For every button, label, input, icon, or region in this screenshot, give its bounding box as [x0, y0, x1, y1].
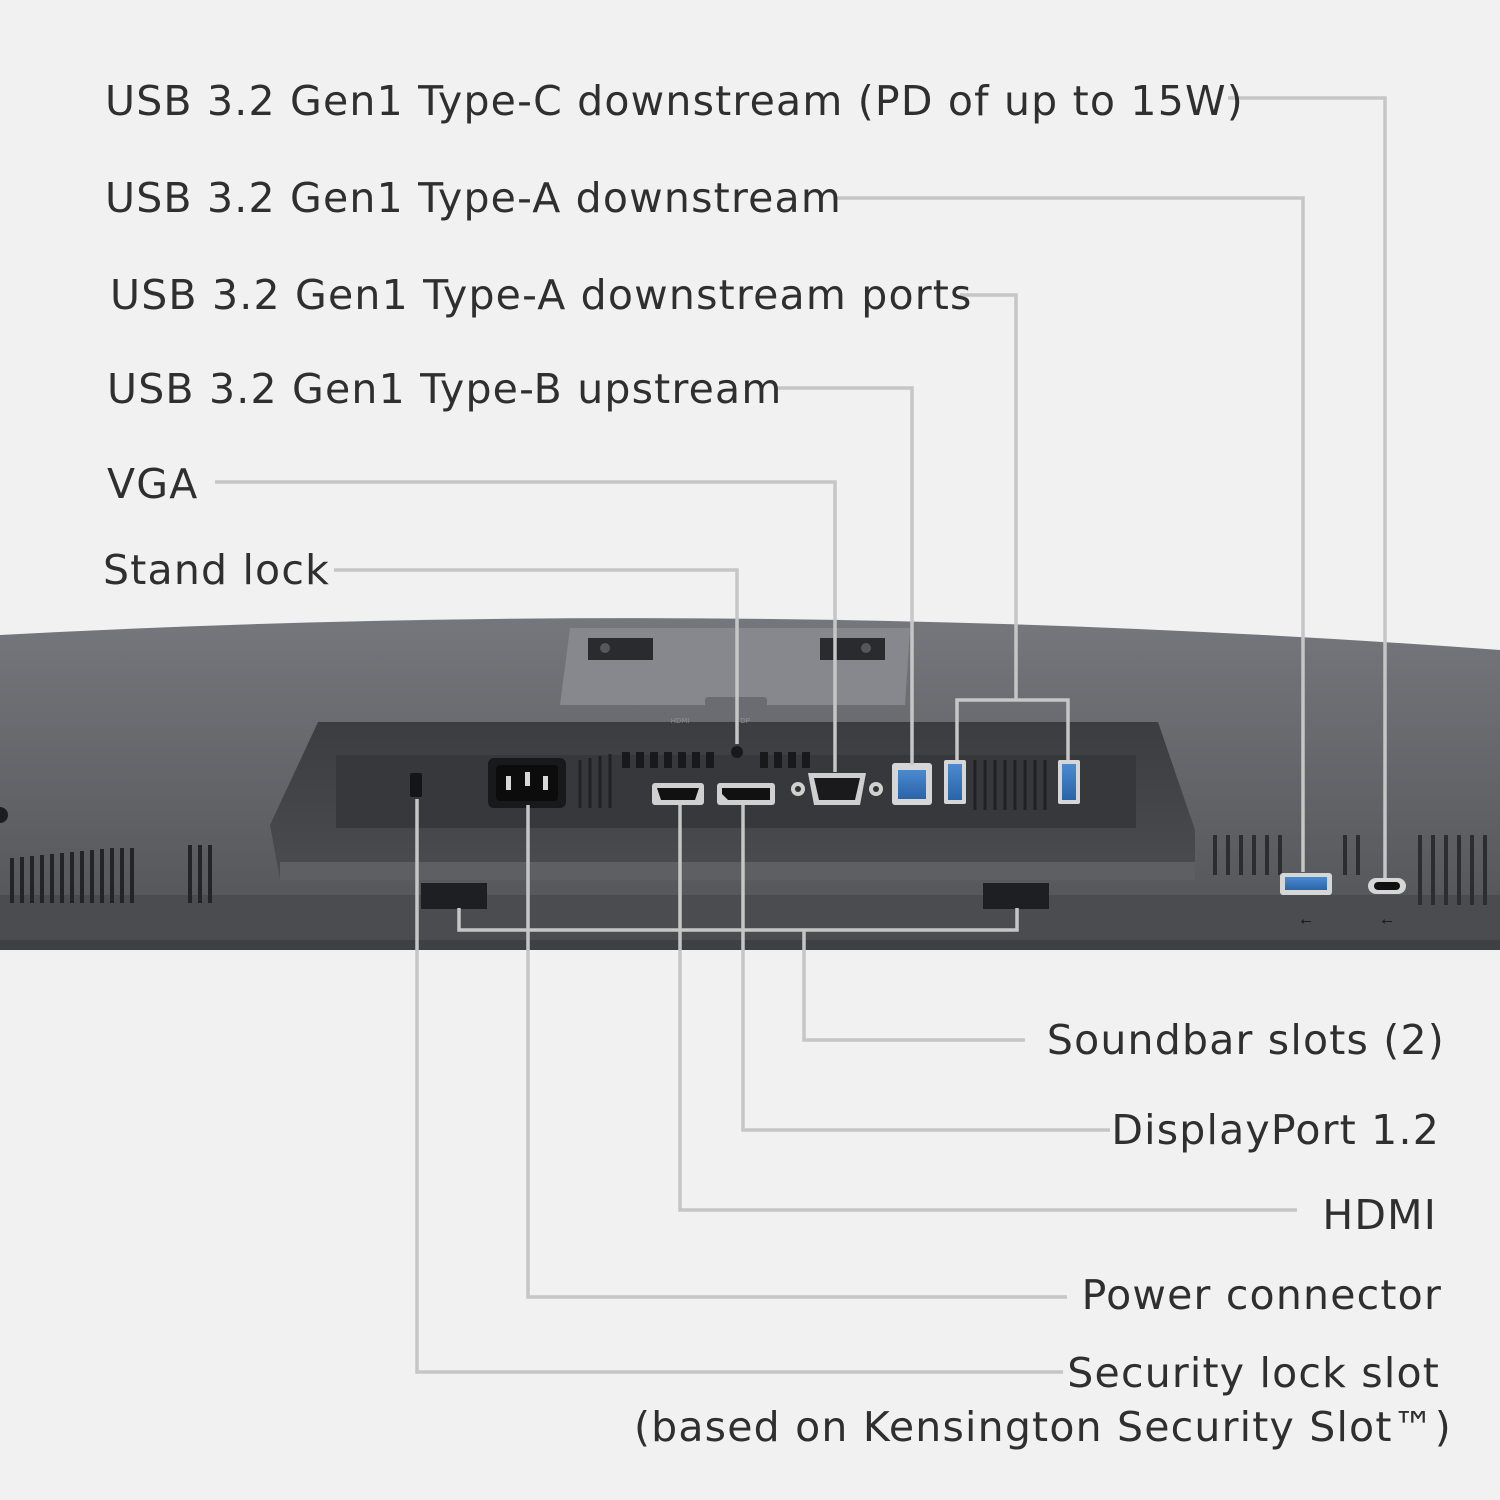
- label-usb-a-downstream-ports: USB 3.2 Gen1 Type-A downstream ports: [110, 271, 973, 319]
- label-vga: VGA: [107, 460, 199, 508]
- label-soundbar-slots: Soundbar slots (2): [1046, 1016, 1445, 1064]
- soundbar-slot-left: [421, 883, 487, 909]
- stand-mount: [560, 628, 910, 715]
- leader-lines: [215, 96, 1387, 1374]
- leader-soundbar-bracket: [457, 908, 1019, 932]
- usb-c-port: ⭠: [1368, 878, 1406, 929]
- leader-usb-c: [1228, 96, 1387, 878]
- label-security-lock-slot: Security lock slot: [1067, 1349, 1440, 1397]
- label-security-lock-note: (based on Kensington Security Slot™): [633, 1403, 1452, 1451]
- leader-usb-a-ports: [960, 293, 1018, 700]
- leader-displayport: [741, 805, 1110, 1132]
- usb-a-port-1: [944, 760, 966, 804]
- leader-usb-b: [775, 386, 914, 765]
- label-displayport: DisplayPort 1.2: [1111, 1106, 1440, 1154]
- usb-b-upstream-port: [892, 763, 932, 805]
- security-lock-port: [410, 773, 422, 797]
- usb-a-port-2: [1058, 760, 1080, 804]
- leader-power: [526, 805, 1067, 1299]
- left-vent-grill: [10, 845, 212, 903]
- vga-port: [791, 773, 883, 805]
- displayport-marking: DP: [740, 717, 750, 725]
- hdmi-marking: HDMI: [671, 717, 690, 725]
- leader-hdmi: [678, 805, 1297, 1212]
- leader-stand-lock: [334, 568, 739, 744]
- label-usb-c-downstream: USB 3.2 Gen1 Type-C downstream (PD of up…: [105, 77, 1244, 125]
- label-usb-b-upstream: USB 3.2 Gen1 Type-B upstream: [107, 365, 783, 413]
- hdmi-port: HDMI: [652, 717, 704, 805]
- usb-a-side-port: ⭠: [1280, 873, 1332, 929]
- displayport-port: DP: [717, 717, 775, 805]
- leader-usb-a-side: [833, 196, 1305, 872]
- power-connector-port: [488, 758, 566, 808]
- label-stand-lock: Stand lock: [103, 546, 331, 594]
- label-usb-a-downstream: USB 3.2 Gen1 Type-A downstream: [105, 174, 842, 222]
- stand-lock-indicator: [731, 746, 743, 758]
- leader-soundbar: [802, 930, 1025, 1042]
- soundbar-slot-right: [983, 883, 1049, 909]
- leader-vga: [215, 480, 837, 772]
- usb-symbol-icon: ⭠: [1381, 913, 1392, 929]
- label-hdmi: HDMI: [1322, 1191, 1437, 1239]
- leader-security-slot: [415, 799, 1063, 1374]
- leader-usb-a-bracket: [955, 698, 1070, 760]
- usb-symbol-icon: ⭠: [1300, 913, 1311, 929]
- right-vent-grill: [1213, 835, 1487, 905]
- label-power-connector: Power connector: [1081, 1271, 1442, 1319]
